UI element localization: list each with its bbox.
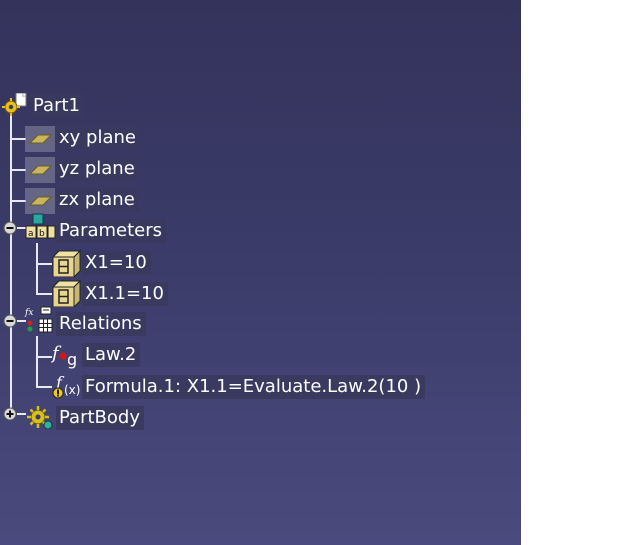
tree-label-relations: Relations [56,312,146,336]
tree-branch-relations [17,320,26,322]
svg-text:f: f [55,373,65,392]
tree-label-law-2: Law.2 [82,343,141,367]
partbody-icon [27,406,53,430]
plane-icon [25,126,55,152]
tree-node-formula-1[interactable]: f (x) Formula.1: X1.1=Evaluate.Law.2(10 … [50,373,440,400]
tree-branch-parameters [17,227,26,229]
law-icon: f g [50,343,77,369]
tree-branch-yz [10,169,26,171]
tree-node-partbody[interactable]: PartBody [24,405,154,431]
tree-node-yz-plane[interactable]: yz plane [24,157,144,183]
collapse-relations-toggle[interactable] [3,314,17,328]
tree-trunk-line [10,114,12,416]
tree-label-parameters: Parameters [56,219,167,243]
tree-label-formula-1: Formula.1: X1.1=Evaluate.Law.2(10 ) [82,375,426,399]
tree-branch-x11 [36,293,52,295]
tree-branch-xy [10,138,26,140]
tree-node-xy-plane[interactable]: xy plane [24,126,144,152]
tree-label-yz-plane: yz plane [56,157,139,181]
tree-node-part1[interactable]: Part1 [0,93,90,119]
3d-viewport[interactable]: Part1 xy plane yz plane zx plane [0,0,521,545]
tree-node-parameters[interactable]: a b Parameters [24,213,174,243]
formula-icon: f (x) [52,373,80,399]
part-icon [2,93,27,116]
tree-branch-partbody [17,413,26,415]
plane-icon [25,157,55,183]
parameters-icon: a b [25,213,56,239]
svg-text:g: g [67,350,77,369]
tree-branch-zx [10,200,26,202]
parameter-icon [51,249,82,277]
tree-label-parameter-x11: X1.1=10 [82,282,168,306]
collapse-parameters-toggle[interactable] [3,221,17,235]
tree-node-relations[interactable]: fx Relations [24,306,154,336]
svg-text:(x): (x) [64,383,80,397]
tree-label-xy-plane: xy plane [56,126,140,150]
relations-child-line [36,336,38,386]
svg-text:f: f [50,343,62,364]
tree-branch-law [36,356,52,358]
tree-branch-x1 [36,263,52,265]
tree-label-partbody: PartBody [56,406,144,430]
parameter-icon [51,279,82,307]
tree-node-parameter-x11[interactable]: X1.1=10 [50,279,180,307]
plane-icon [25,188,55,214]
tree-node-parameter-x1[interactable]: X1=10 [50,249,170,277]
svg-text:b: b [39,229,45,239]
expand-partbody-toggle[interactable] [3,407,17,421]
relations-icon: fx [24,306,53,333]
parameters-child-line [36,243,38,293]
tree-label-parameter-x1: X1=10 [82,251,151,275]
tree-node-law-2[interactable]: f g Law.2 [50,343,160,369]
svg-text:a: a [28,229,34,239]
tree-node-zx-plane[interactable]: zx plane [24,188,144,214]
tree-branch-formula [36,386,52,388]
tree-label-part1: Part1 [30,94,84,118]
tree-label-zx-plane: zx plane [56,188,139,212]
svg-text:fx: fx [24,308,33,318]
